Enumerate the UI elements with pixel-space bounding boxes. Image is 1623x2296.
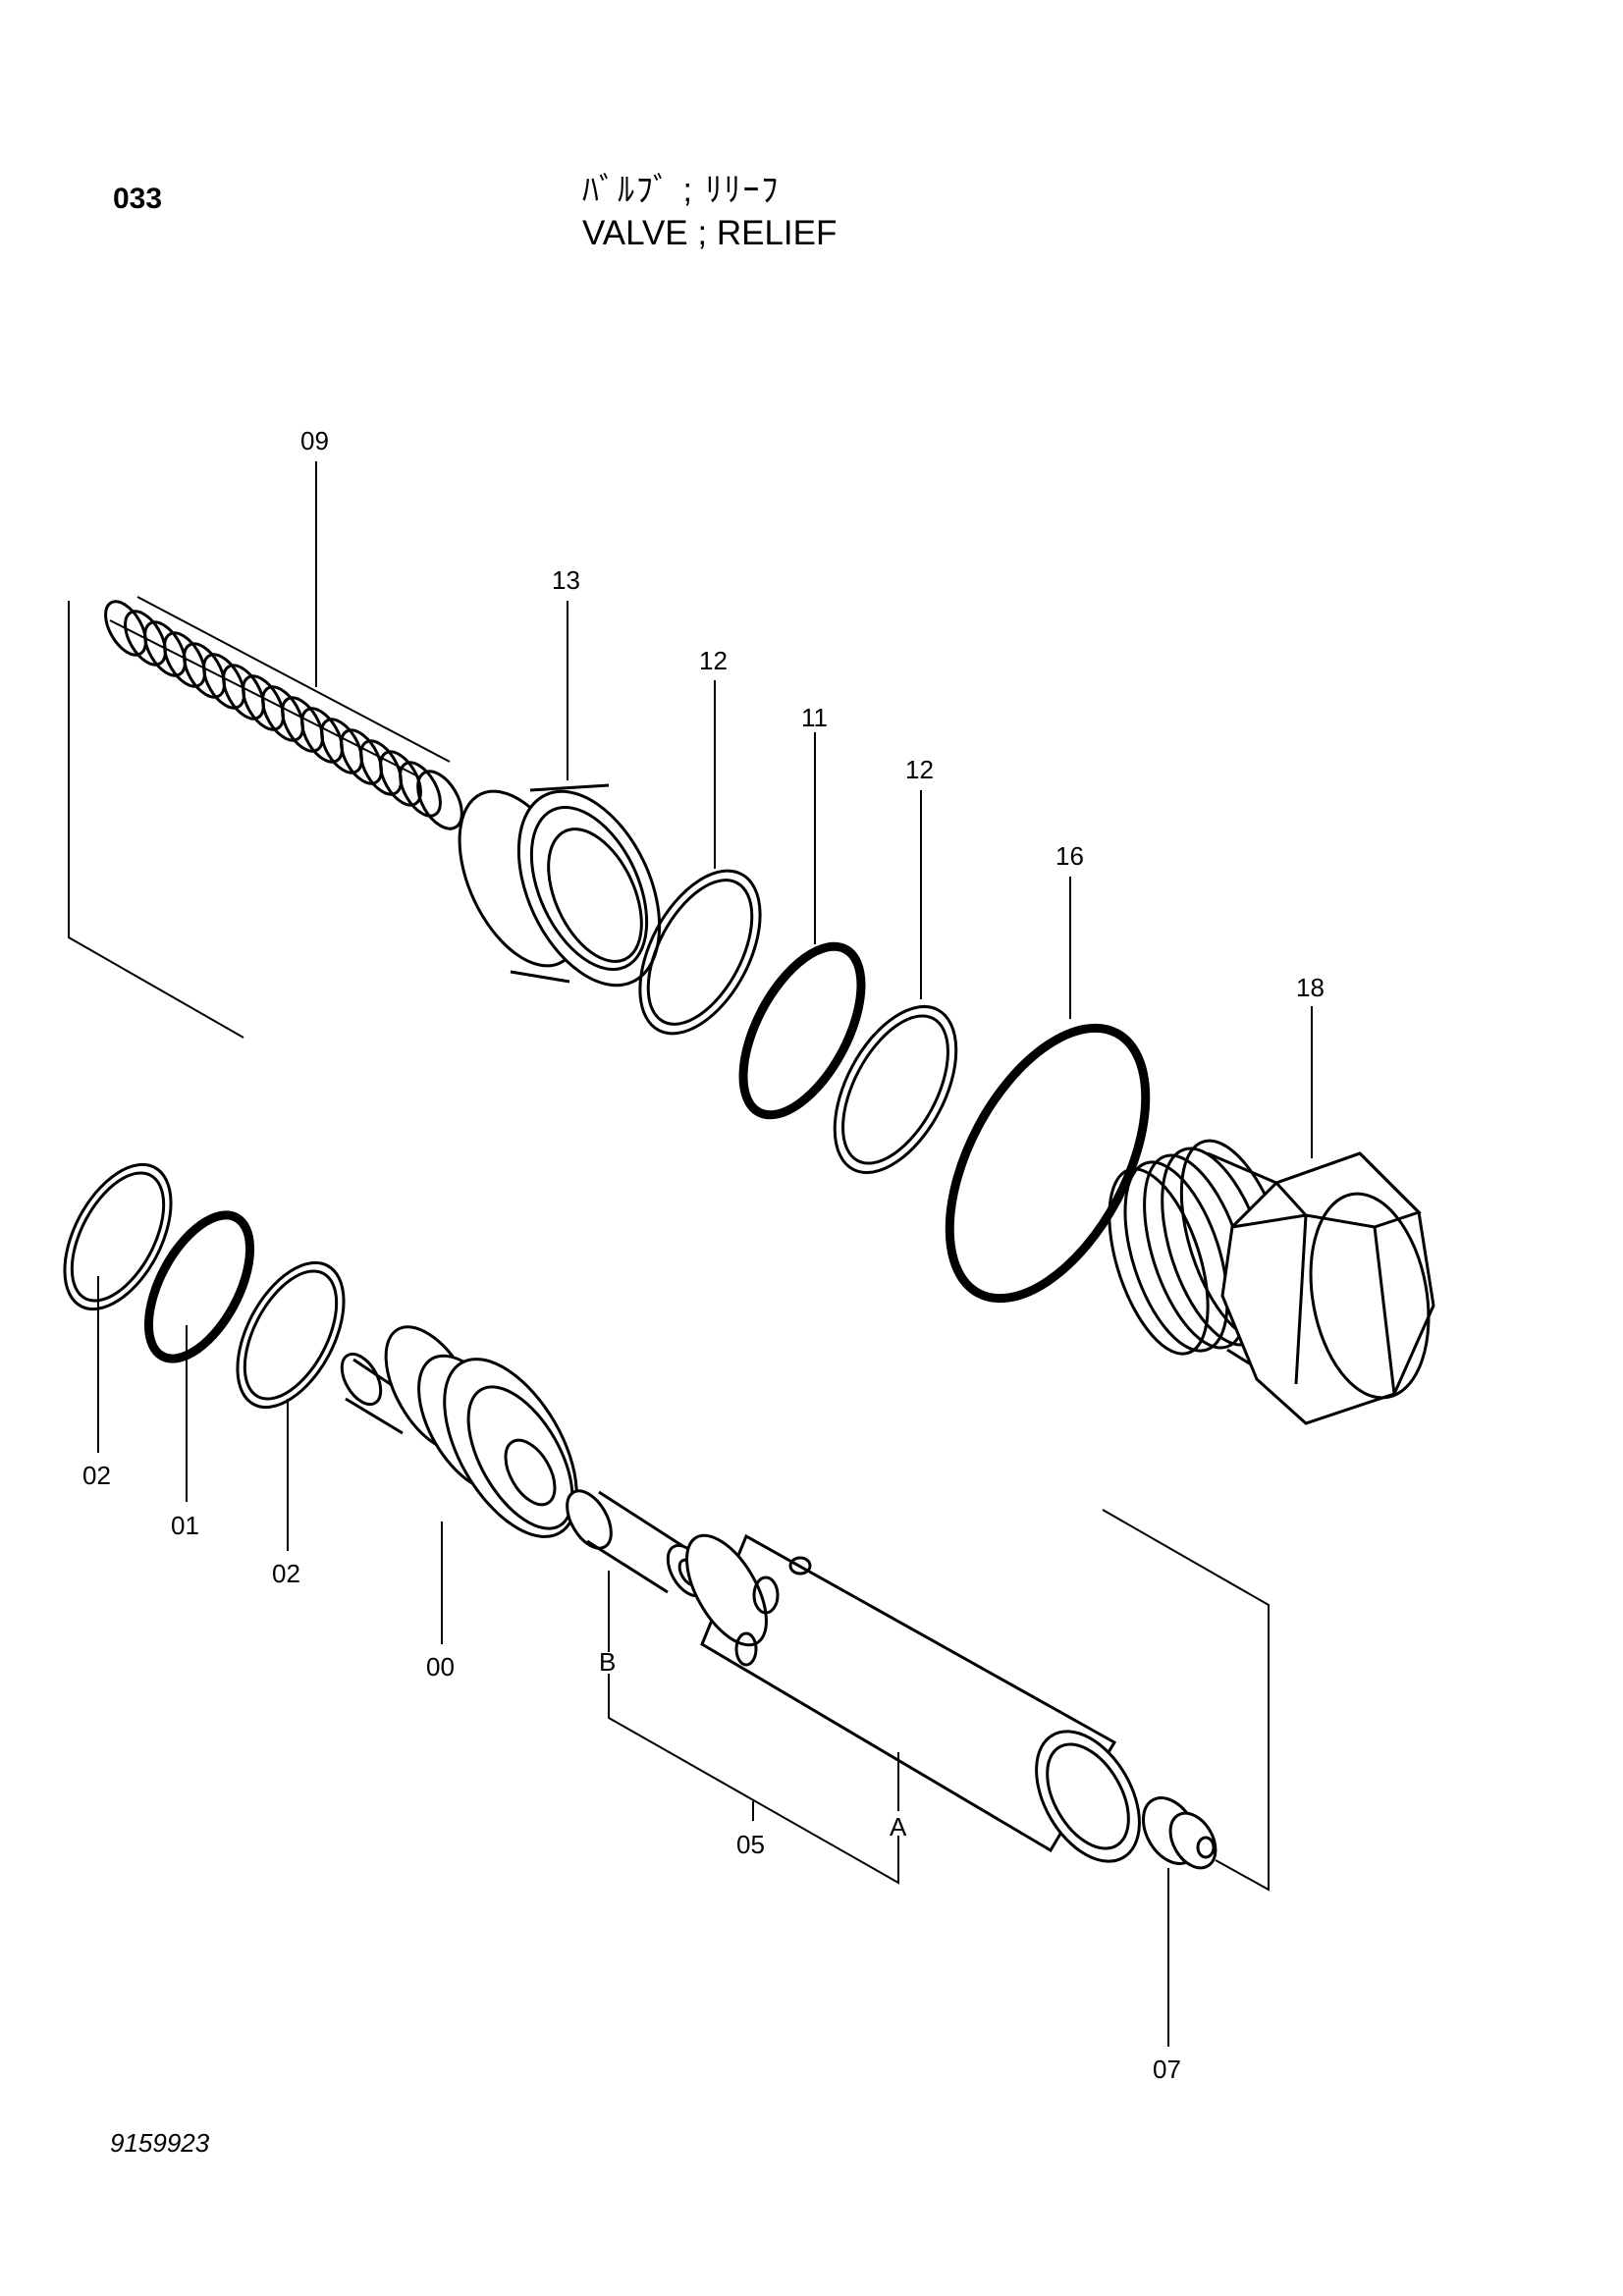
callout-assembly: 05 [736, 1830, 765, 1859]
bracket-assembly [608, 1674, 899, 1885]
sleeve-part [685, 1533, 1141, 1863]
backup-ring-upper-2 [833, 1004, 958, 1175]
callout-backup-ring-upper-1: 12 [699, 646, 728, 675]
callout-backup-ring-lower-1: 02 [82, 1461, 111, 1490]
callout-poppet: 00 [426, 1652, 455, 1682]
seat-part [458, 783, 662, 988]
callout-backup-ring-upper-2: 12 [905, 755, 934, 784]
o-ring-upper [738, 941, 866, 1120]
plug-part [1108, 1139, 1435, 1425]
callout-plug: 18 [1296, 973, 1325, 1002]
drawing-number: 9159923 [110, 2128, 210, 2158]
spring-part [104, 596, 463, 830]
bracket-upper [68, 601, 244, 1039]
callout-nut: 07 [1153, 2055, 1181, 2084]
o-ring-lower [143, 1210, 255, 1363]
callout-o-ring-upper: 11 [801, 703, 828, 732]
title-english: VALVE ; RELIEF [582, 214, 838, 252]
backup-ring-lower-2 [236, 1260, 346, 1410]
callout-sleeve-a: A [890, 1812, 907, 1842]
callout-backup-ring-lower-2: 02 [272, 1559, 300, 1588]
callout-seat: 13 [552, 565, 580, 595]
o-ring-large [945, 1023, 1151, 1304]
page-number: 033 [113, 183, 163, 215]
callout-pin-b: B [599, 1647, 616, 1677]
title-japanese: ﾊﾞﾙﾌﾞ ; ﾘﾘｰﾌ [582, 172, 781, 209]
callout-spring: 09 [300, 426, 329, 455]
callout-o-ring-large: 16 [1055, 841, 1084, 871]
poppet-part [340, 1325, 578, 1538]
callout-o-ring-lower: 01 [171, 1511, 199, 1540]
backup-ring-lower-1 [63, 1162, 173, 1311]
leader-lines [97, 461, 1313, 2047]
nut-part [1142, 1796, 1217, 1870]
backup-ring-upper-1 [638, 869, 762, 1036]
bracket-right [1102, 1509, 1270, 1892]
